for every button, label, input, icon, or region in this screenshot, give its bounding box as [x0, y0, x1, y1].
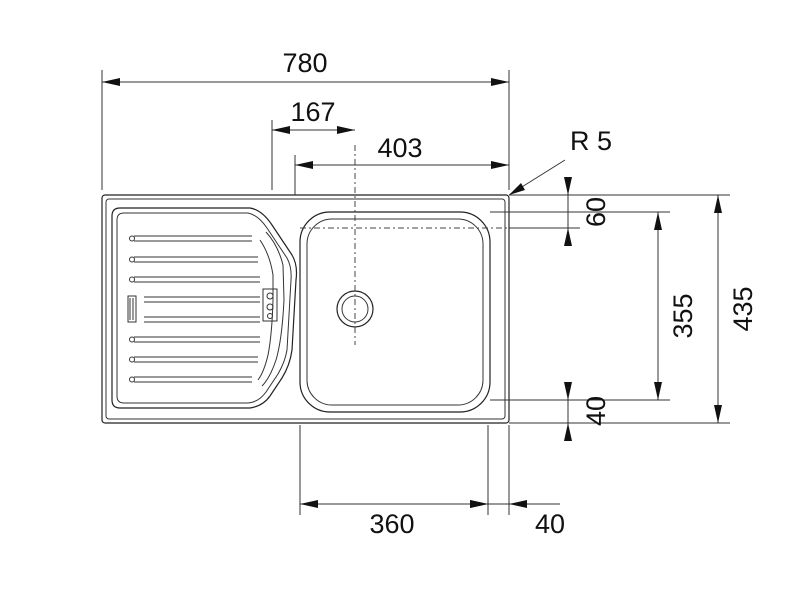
dim-bowl-section-width: 403 — [294, 133, 509, 195]
dim-right-rim-label: 40 — [535, 509, 565, 539]
dim-bottom-rim: 40 — [564, 382, 611, 441]
dim-corner-radius: R 5 — [508, 126, 612, 196]
sink-outline — [101, 194, 510, 424]
dim-bowl-depth: 355 — [654, 212, 698, 400]
dim-overall-width-label: 780 — [282, 48, 327, 78]
dim-bowl-depth-label: 355 — [668, 293, 698, 338]
dim-top-rim: 60 — [564, 177, 611, 246]
dim-top-rim-label: 60 — [581, 197, 611, 227]
dim-overall-depth-label: 435 — [728, 286, 758, 331]
dim-overall-width: 780 — [101, 48, 510, 190]
drainer-area — [111, 207, 298, 409]
dim-right-rim: 40 — [470, 425, 565, 539]
dim-drainer-width: 167 — [271, 97, 355, 190]
dim-corner-radius-label: R 5 — [570, 126, 612, 156]
dim-bowl-width-label: 360 — [369, 509, 414, 539]
dim-bowl-section-width-label: 403 — [377, 133, 422, 163]
dim-drainer-width-label: 167 — [290, 97, 335, 127]
dim-bowl-width: 360 — [299, 425, 489, 539]
dim-overall-depth: 435 — [714, 195, 758, 423]
overflow-outlet — [262, 288, 278, 322]
drainer-ribs — [129, 235, 260, 383]
brand-logo — [127, 295, 137, 323]
bowl — [299, 145, 560, 413]
dim-bottom-rim-label: 40 — [581, 396, 611, 426]
